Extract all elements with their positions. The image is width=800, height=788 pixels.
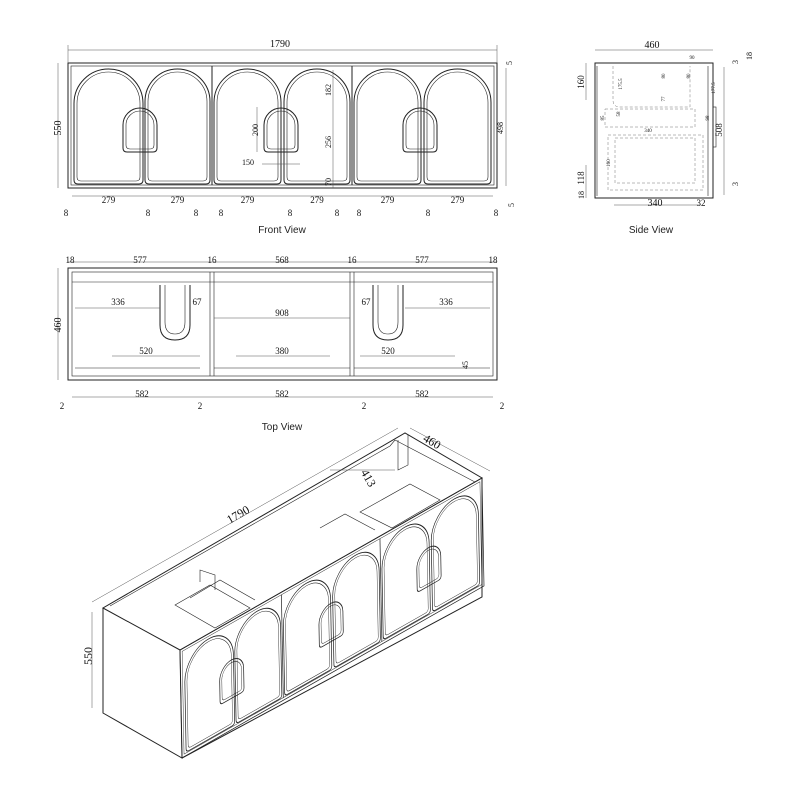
dim-upper-inner: 175.5: [619, 78, 624, 90]
dim-bottom-depth: 340: [648, 198, 663, 209]
dim-bottom-span: 582: [275, 389, 289, 399]
iso-dim-height: 550: [81, 647, 95, 665]
front-view: 1790 550 498 5 5 279 279 279 279 279 279 8 8 8 8…: [53, 39, 516, 236]
dim-45: 45: [461, 361, 470, 369]
dim-top-thickness: 18: [745, 52, 754, 60]
dim-top-span: 18: [489, 255, 499, 265]
dim-lower-height: 118: [576, 171, 586, 185]
dim-gap: 8: [288, 208, 293, 218]
dim-top-span: 16: [348, 255, 358, 265]
dim-top-gap: 5: [505, 61, 514, 65]
dim-shelf-depth: 340: [644, 129, 652, 134]
dim-arch-top: 182: [324, 84, 333, 96]
dim-back-gap: 32: [697, 198, 706, 208]
dim-bottom-gap: 5: [507, 203, 516, 207]
dim-arch-bottom: 70: [324, 178, 333, 186]
dim-lower: 380: [275, 346, 289, 356]
top-view: 18 577 16 568 16 577 18 460 336 67 908 67 336 520 3…: [53, 255, 504, 433]
dim-side-top-gap: 3: [731, 60, 740, 64]
dim-door-width: 279: [310, 195, 324, 205]
isometric-view: 1790 460 413 550: [81, 427, 491, 759]
dim-door-width: 279: [241, 195, 255, 205]
dim-handle-span: 256: [324, 136, 333, 148]
dim-top-depth: 460: [53, 318, 64, 333]
dim-end-gap: 2: [198, 401, 203, 411]
dim-end-gap: 2: [60, 401, 65, 411]
dim-door-width: 279: [102, 195, 116, 205]
dim-gap: 8: [64, 208, 69, 218]
dim-80b: 80: [687, 73, 692, 79]
dim-top-span: 568: [275, 255, 289, 265]
dim-190: 190: [607, 159, 612, 167]
dim-98: 98: [706, 115, 711, 121]
dim-handle-height: 200: [251, 124, 260, 136]
dim-85: 85: [601, 115, 606, 121]
dim-end-gap: 2: [500, 401, 505, 411]
dim-gap: 8: [426, 208, 431, 218]
dim-bottom-span: 582: [415, 389, 429, 399]
dim-gap: 8: [494, 208, 499, 218]
dim-door-height: 498: [496, 122, 505, 134]
dim-lower: 520: [381, 346, 395, 356]
dim-inner: 336: [111, 297, 125, 307]
dim-gap: 8: [146, 208, 151, 218]
dim-top-span: 18: [66, 255, 76, 265]
dim-bottom-span: 582: [135, 389, 149, 399]
iso-dim-width: 1790: [224, 502, 252, 526]
dim-door-width: 279: [171, 195, 185, 205]
dim-depth: 460: [645, 40, 660, 51]
dim-inner: 67: [193, 297, 203, 307]
dim-77: 77: [662, 96, 667, 102]
dim-gap: 8: [219, 208, 224, 218]
dim-58: 58: [617, 111, 622, 117]
dim-door-width: 279: [381, 195, 395, 205]
dim-top-offset: 90: [690, 56, 696, 61]
top-view-caption: Top View: [262, 422, 303, 433]
dim-overall-height: 550: [53, 121, 64, 136]
dim-handle-width: 150: [242, 158, 254, 167]
side-view-caption: Side View: [629, 225, 674, 236]
dim-top-span: 577: [133, 255, 147, 265]
dim-inner: 336: [439, 297, 453, 307]
dim-gap: 8: [335, 208, 340, 218]
dim-top-span: 16: [208, 255, 218, 265]
dim-lower: 520: [139, 346, 153, 356]
dim-inner: 67: [362, 297, 372, 307]
dim-top-span: 577: [415, 255, 429, 265]
dim-upper-depth: 160: [576, 75, 586, 89]
iso-dim-depth: 460: [421, 431, 444, 452]
dim-right-inner: 177.5: [712, 82, 717, 94]
dim-door-width: 279: [451, 195, 465, 205]
side-view: 460 18 3 3 508 160 175.5 90 80 80 77 85 …: [576, 40, 754, 236]
dim-end-gap: 2: [362, 401, 367, 411]
dim-base: 18: [577, 191, 586, 199]
dim-overall-width: 1790: [270, 39, 290, 50]
dim-side-bottom-gap: 3: [731, 182, 740, 186]
dim-gap: 8: [357, 208, 362, 218]
dim-drawer-height: 508: [714, 123, 724, 137]
front-view-caption: Front View: [258, 225, 306, 236]
dim-80a: 80: [662, 73, 667, 79]
dim-gap: 8: [194, 208, 199, 218]
dim-inner: 908: [275, 308, 289, 318]
